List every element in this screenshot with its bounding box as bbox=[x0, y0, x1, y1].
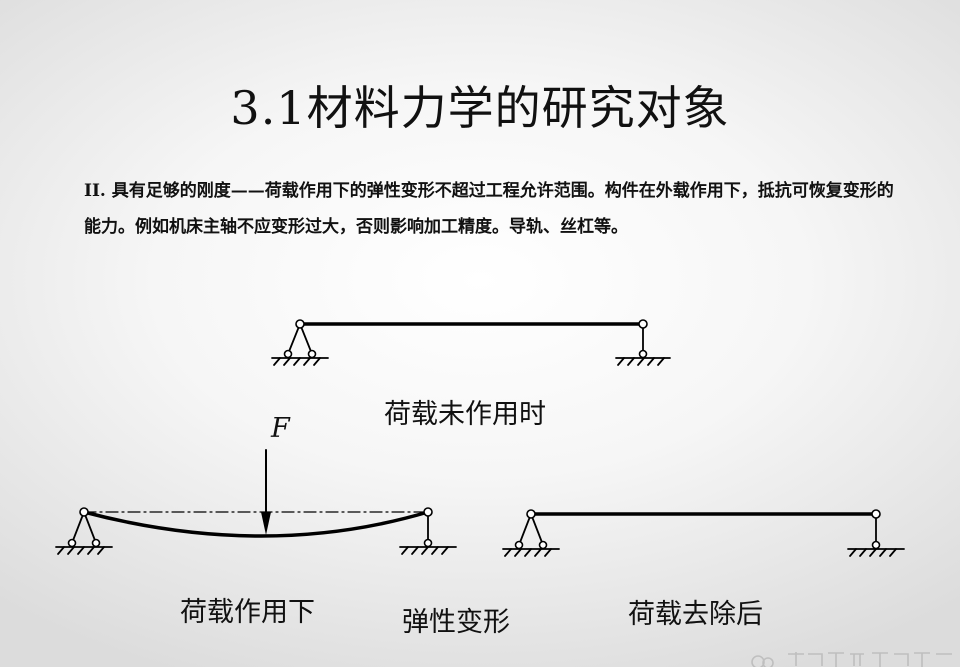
roller-support bbox=[615, 323, 671, 366]
stiffness-paragraph: II. 具有足够的刚度——荷载作用下的弹性变形不超过工程允许范围。构件在外载作用… bbox=[84, 181, 894, 237]
deflected-beam bbox=[82, 510, 430, 538]
label-elastic-deformation: 弹性变形 bbox=[402, 607, 510, 638]
label-load-removed: 荷载去除后 bbox=[628, 599, 763, 630]
pinned-support bbox=[502, 513, 560, 557]
watermark-logo bbox=[748, 648, 960, 667]
pinned-support bbox=[271, 323, 329, 366]
pinned-support bbox=[55, 511, 113, 555]
label-unloaded: 荷载未作用时 bbox=[384, 399, 546, 430]
force-arrow bbox=[261, 449, 271, 535]
slide-title: 3.1材料力学的研究对象 bbox=[230, 81, 730, 135]
label-loaded: 荷载作用下 bbox=[180, 597, 315, 628]
loaded-beam-figure bbox=[55, 449, 457, 555]
unloaded-after-beam-figure bbox=[502, 509, 905, 557]
unloaded-beam-figure bbox=[271, 319, 671, 366]
force-label: F bbox=[271, 413, 290, 444]
roller-support bbox=[847, 513, 905, 557]
